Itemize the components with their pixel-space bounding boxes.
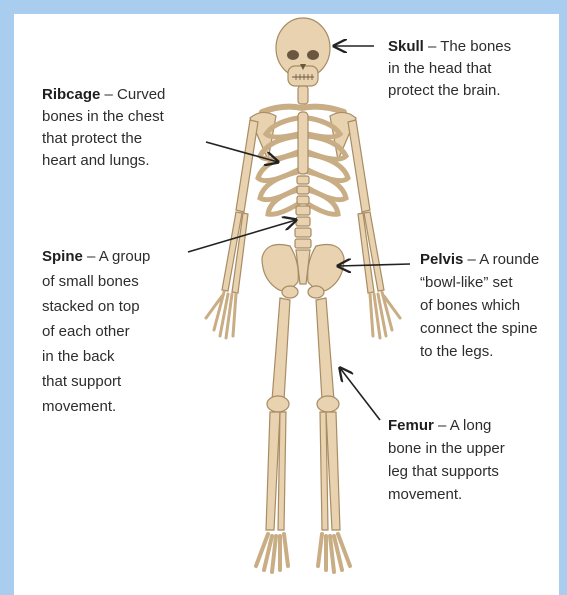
ribcage-desc-line-3: that protect the — [42, 128, 165, 150]
spine-desc-line-5: in the back — [42, 344, 150, 369]
spine-desc-line-4: of each other — [42, 319, 150, 344]
pelvis-desc-line-4: connect the spine — [420, 317, 539, 340]
spine-desc-line-3: stacked on top — [42, 294, 150, 319]
sternum — [298, 112, 308, 174]
pelvis-arrow — [338, 264, 410, 266]
pelvis-desc-line-5: to the legs. — [420, 340, 539, 363]
pelvis-desc-line-2: “bowl-like” set — [420, 271, 539, 294]
left-arm — [222, 120, 258, 293]
feet — [256, 534, 350, 572]
skeleton — [206, 18, 400, 572]
pelvis-term: Pelvis — [420, 251, 463, 268]
skull-desc-line-1: – The bones — [424, 38, 511, 55]
pelvis-bone — [262, 245, 344, 299]
lower-legs — [266, 412, 340, 530]
ribcage-desc-line-2: bones in the chest — [42, 106, 165, 128]
spine-desc-line-7: movement. — [42, 394, 150, 419]
left-femur — [267, 298, 290, 412]
right-femur — [316, 298, 339, 412]
skull-desc-line-3: protect the brain. — [388, 80, 511, 102]
spine-desc-line-2: of small bones — [42, 269, 150, 294]
femur-desc-line-1: – A long — [434, 417, 492, 434]
spine-desc-line-6: that support — [42, 369, 150, 394]
skull-label: Skull – The bones in the head that prote… — [388, 36, 511, 102]
femur-desc-line-2: bone in the upper — [388, 437, 505, 460]
ribcage-desc-line-1: – Curved — [100, 86, 165, 103]
hands — [206, 292, 400, 338]
femur-desc-line-4: movement. — [388, 483, 505, 506]
skull-bone — [276, 18, 330, 86]
spine-term: Spine — [42, 248, 83, 265]
spine-vertebrae — [295, 176, 311, 248]
skull-desc-line-2: in the head that — [388, 58, 511, 80]
ribcage-term: Ribcage — [42, 86, 100, 103]
right-arm — [348, 120, 384, 293]
pelvis-label: Pelvis – A rounde “bowl-like” set of bon… — [420, 248, 539, 363]
pelvis-desc-line-3: of bones which — [420, 294, 539, 317]
ribcage-label: Ribcage – Curved bones in the chest that… — [42, 84, 165, 172]
pelvis-desc-line-1: – A rounde — [463, 251, 539, 268]
femur-arrow — [340, 368, 380, 420]
skull-term: Skull — [388, 38, 424, 55]
femur-term: Femur — [388, 417, 434, 434]
femur-label: Femur – A long bone in the upper leg tha… — [388, 414, 505, 506]
neck-vertebrae — [298, 86, 308, 104]
clavicles — [262, 107, 344, 112]
spine-desc-line-1: – A group — [83, 248, 151, 265]
spine-label: Spine – A group of small bones stacked o… — [42, 244, 150, 419]
ribcage-desc-line-4: heart and lungs. — [42, 150, 165, 172]
femur-desc-line-3: leg that supports — [388, 460, 505, 483]
